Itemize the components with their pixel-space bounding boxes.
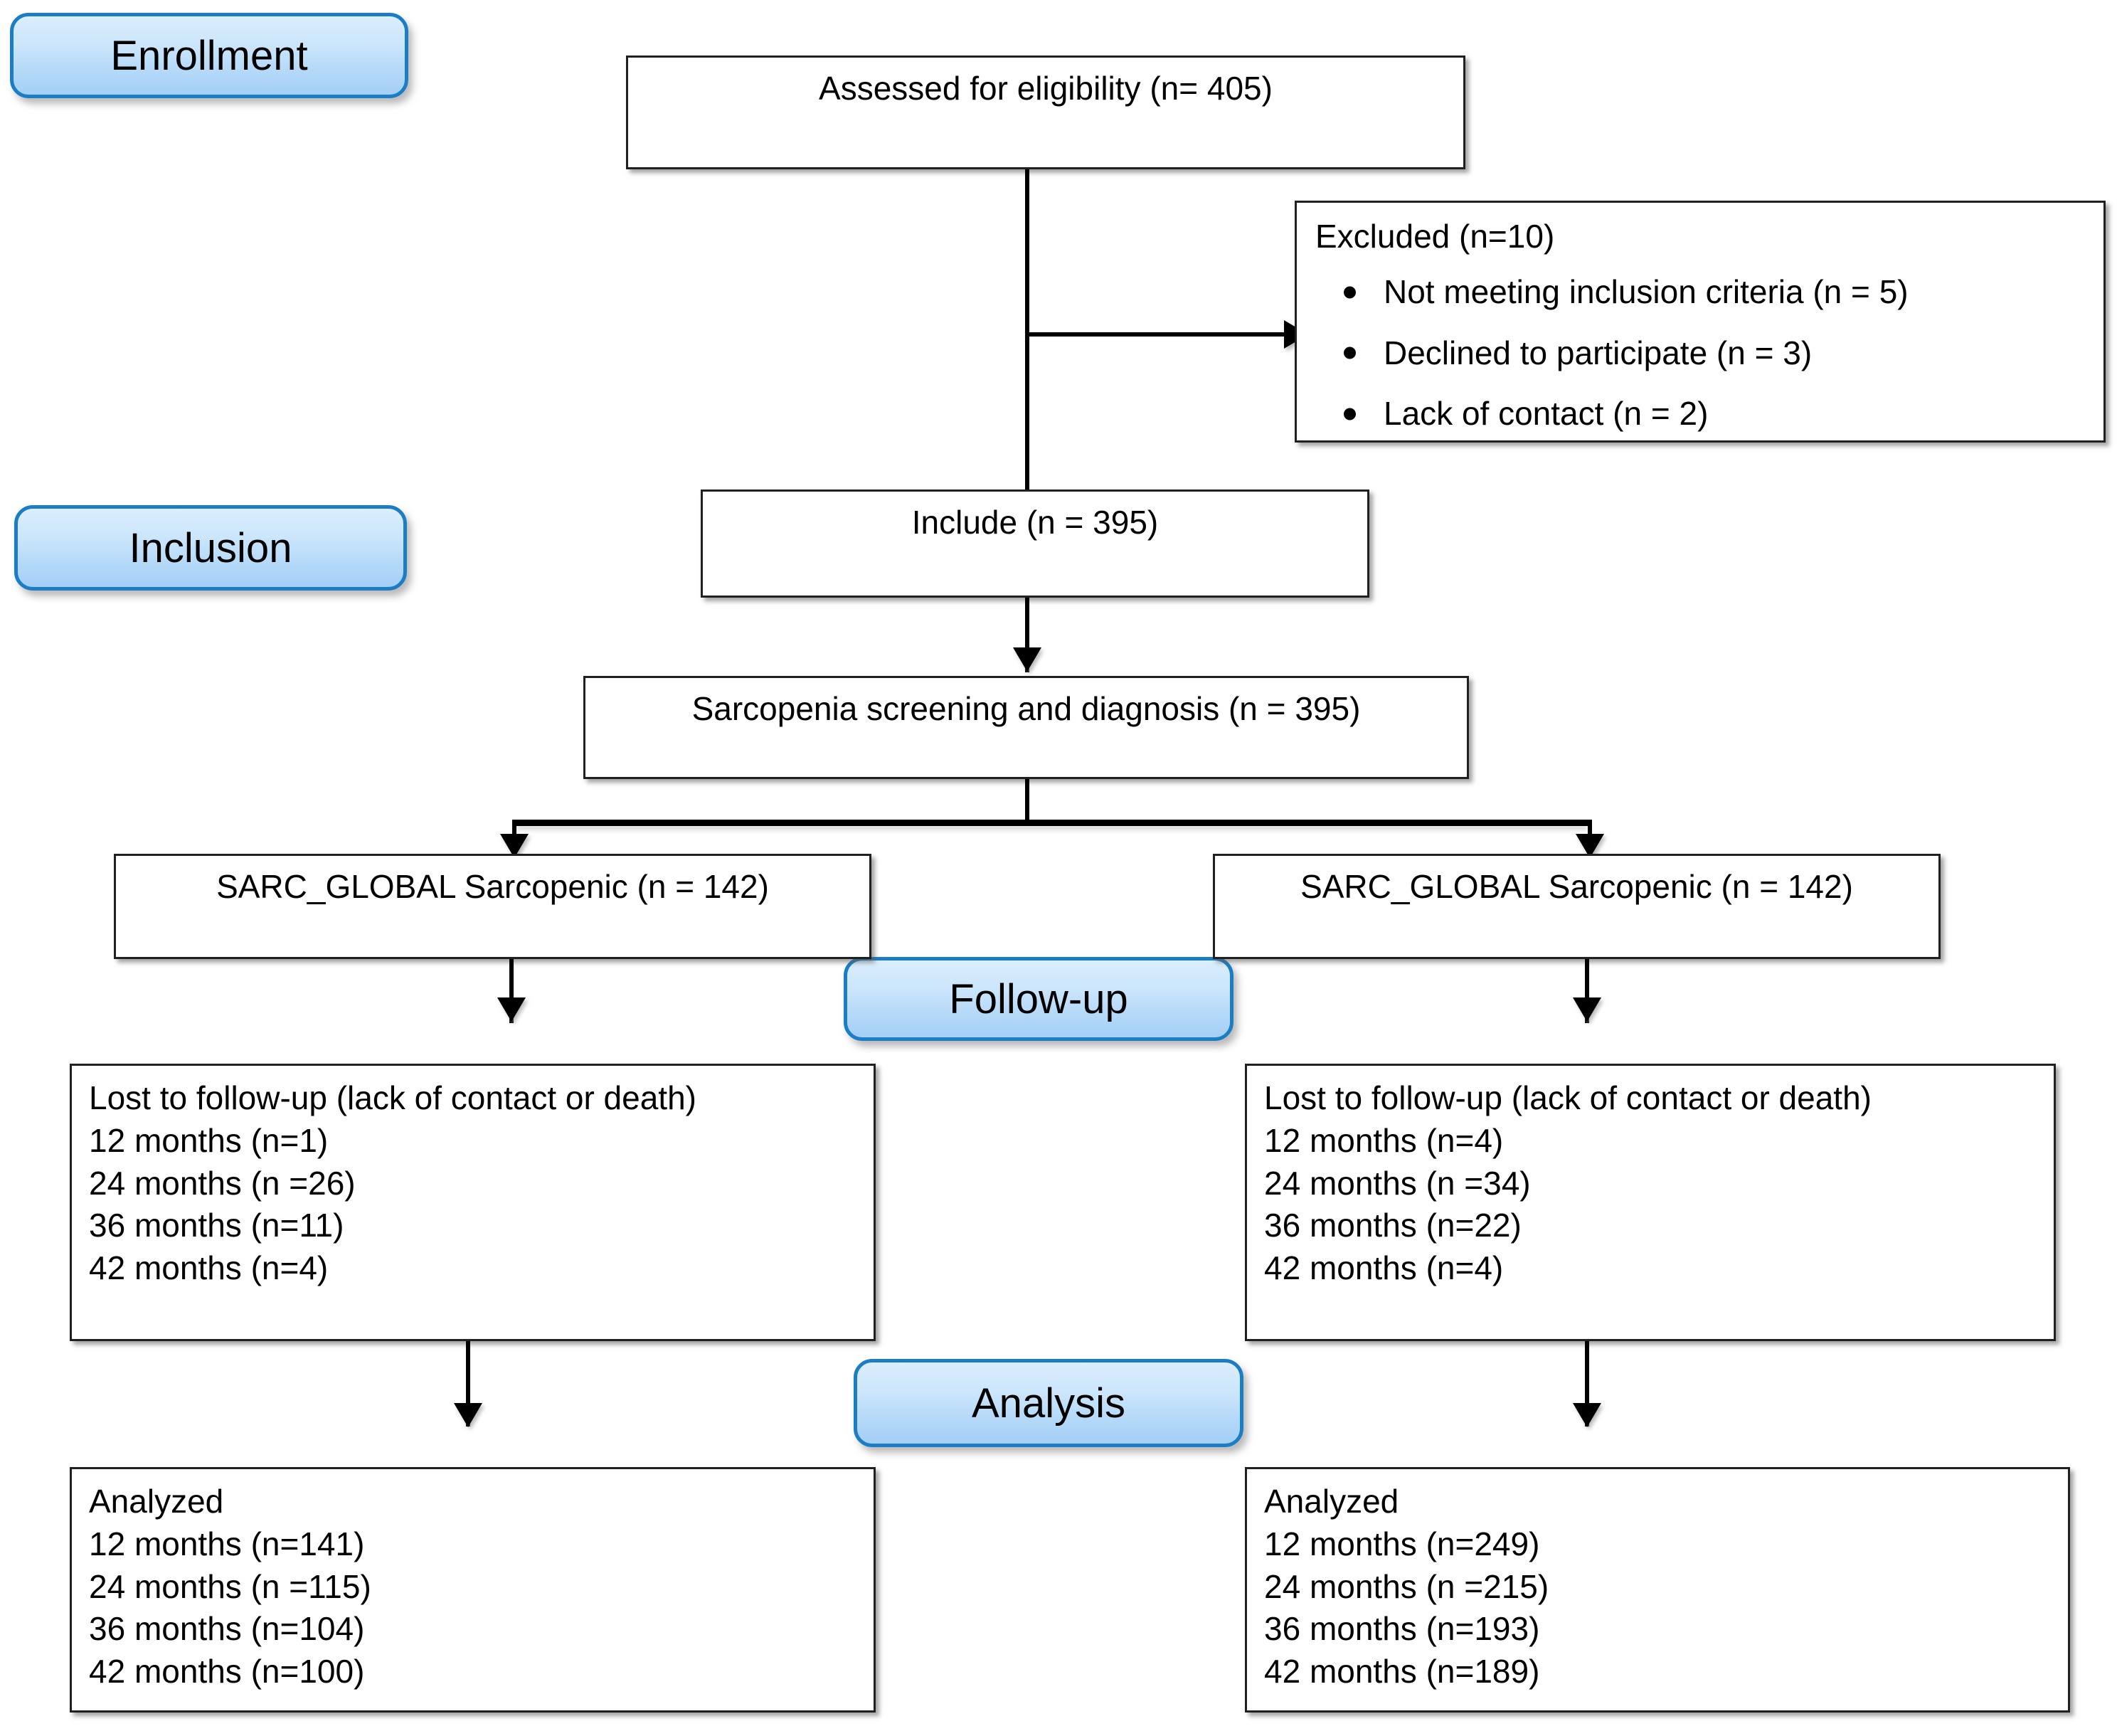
list-item-label: Declined to participate (n = 3) <box>1384 334 1813 371</box>
node-include: Include (n = 395) <box>701 489 1369 598</box>
list-item: Declined to participate (n = 3) <box>1344 332 2085 375</box>
stage-badge-inclusion-label: Inclusion <box>129 524 292 571</box>
node-excluded-heading: Excluded (n=10) <box>1315 218 1555 255</box>
stage-badge-enrollment-label: Enrollment <box>110 32 308 79</box>
connector-screening-to-split <box>1025 779 1029 822</box>
node-assessed-text: Assessed for eligibility (n= 405) <box>819 70 1273 107</box>
stage-badge-enrollment[interactable]: Enrollment <box>10 13 408 98</box>
node-lost-left-line-42m: 42 months (n=4) <box>89 1249 329 1287</box>
excluded-reason-list: Not meeting inclusion criteria (n = 5) D… <box>1315 271 2085 435</box>
node-analyzed-left-line-24m: 24 months (n =115) <box>89 1567 371 1605</box>
stage-badge-inclusion[interactable]: Inclusion <box>14 505 407 591</box>
node-sarcopenia-screening: Sarcopenia screening and diagnosis (n = … <box>583 676 1469 779</box>
node-analyzed-left-line-36m: 36 months (n=104) <box>89 1610 365 1648</box>
connector-sarc-left-to-lost-left <box>509 959 514 1023</box>
node-excluded: Excluded (n=10) Not meeting inclusion cr… <box>1295 201 2106 443</box>
connector-sarc-right-to-lost-right <box>1585 959 1589 1023</box>
node-lost-to-followup-right: Lost to follow-up (lack of contact or de… <box>1245 1064 2056 1341</box>
node-include-text: Include (n = 395) <box>911 504 1159 541</box>
list-item: Not meeting inclusion criteria (n = 5) <box>1344 271 2085 314</box>
list-item: Lack of contact (n = 2) <box>1344 393 2085 435</box>
node-screening-text: Sarcopenia screening and diagnosis (n = … <box>691 690 1361 727</box>
stage-badge-followup-label: Follow-up <box>949 975 1128 1022</box>
node-lost-left-line-36m: 36 months (n=11) <box>89 1207 344 1244</box>
bullet-dot-icon <box>1344 286 1356 299</box>
bullet-dot-icon <box>1344 346 1356 359</box>
arrowhead-to-analyzed-left <box>454 1403 482 1427</box>
node-lost-right-heading: Lost to follow-up (lack of contact or de… <box>1264 1079 1872 1116</box>
node-lost-right-line-42m: 42 months (n=4) <box>1264 1249 1504 1287</box>
arrowhead-to-analyzed-right <box>1573 1403 1601 1427</box>
node-analyzed-left-heading: Analyzed <box>89 1483 224 1520</box>
node-analyzed-right-line-36m: 36 months (n=193) <box>1264 1610 1540 1648</box>
node-lost-left-line-12m: 12 months (n=1) <box>89 1121 329 1159</box>
node-lost-right-line-36m: 36 months (n=22) <box>1264 1207 1522 1244</box>
node-lost-to-followup-left: Lost to follow-up (lack of contact or de… <box>70 1064 876 1341</box>
list-item-label: Not meeting inclusion criteria (n = 5) <box>1384 272 1909 310</box>
node-analyzed-left: Analyzed 12 months (n=141) 24 months (n … <box>70 1467 876 1713</box>
node-analyzed-left-line-42m: 42 months (n=100) <box>89 1653 365 1690</box>
stage-badge-analysis[interactable]: Analysis <box>854 1359 1243 1447</box>
node-analyzed-right: Analyzed 12 months (n=249) 24 months (n … <box>1245 1467 2070 1713</box>
list-item-label: Lack of contact (n = 2) <box>1384 395 1709 433</box>
node-lost-left-line-24m: 24 months (n =26) <box>89 1164 356 1202</box>
node-assessed-for-eligibility: Assessed for eligibility (n= 405) <box>626 55 1465 169</box>
connector-split-bar <box>514 820 1590 826</box>
bullet-dot-icon <box>1344 408 1356 420</box>
node-analyzed-right-line-24m: 24 months (n =215) <box>1264 1567 1549 1605</box>
node-sarc-global-right-text: SARC_GLOBAL Sarcopenic (n = 142) <box>1300 868 1853 905</box>
arrowhead-to-lost-right <box>1573 997 1601 1022</box>
arrowhead-to-lost-left <box>497 997 526 1022</box>
stage-badge-followup[interactable]: Follow-up <box>844 957 1233 1041</box>
connector-include-to-screening <box>1025 598 1029 672</box>
node-analyzed-left-line-12m: 12 months (n=141) <box>89 1525 365 1562</box>
stage-badge-analysis-label: Analysis <box>972 1380 1125 1427</box>
connector-branch-to-excluded <box>1025 332 1288 337</box>
node-lost-left-heading: Lost to follow-up (lack of contact or de… <box>89 1079 696 1116</box>
connector-lost-right-to-analyzed-right <box>1585 1341 1589 1427</box>
node-lost-right-line-24m: 24 months (n =34) <box>1264 1164 1531 1202</box>
arrowhead-to-screening <box>1013 647 1041 672</box>
node-analyzed-right-heading: Analyzed <box>1264 1483 1399 1520</box>
node-sarc-global-left: SARC_GLOBAL Sarcopenic (n = 142) <box>114 854 871 959</box>
connector-lost-left-to-analyzed-left <box>466 1341 470 1427</box>
connector-assessed-to-include <box>1025 169 1029 489</box>
node-lost-right-line-12m: 12 months (n=4) <box>1264 1121 1504 1159</box>
node-analyzed-right-line-42m: 42 months (n=189) <box>1264 1653 1540 1690</box>
node-analyzed-right-line-12m: 12 months (n=249) <box>1264 1525 1540 1562</box>
node-sarc-global-left-text: SARC_GLOBAL Sarcopenic (n = 142) <box>216 868 769 905</box>
node-sarc-global-right: SARC_GLOBAL Sarcopenic (n = 142) <box>1213 854 1941 959</box>
